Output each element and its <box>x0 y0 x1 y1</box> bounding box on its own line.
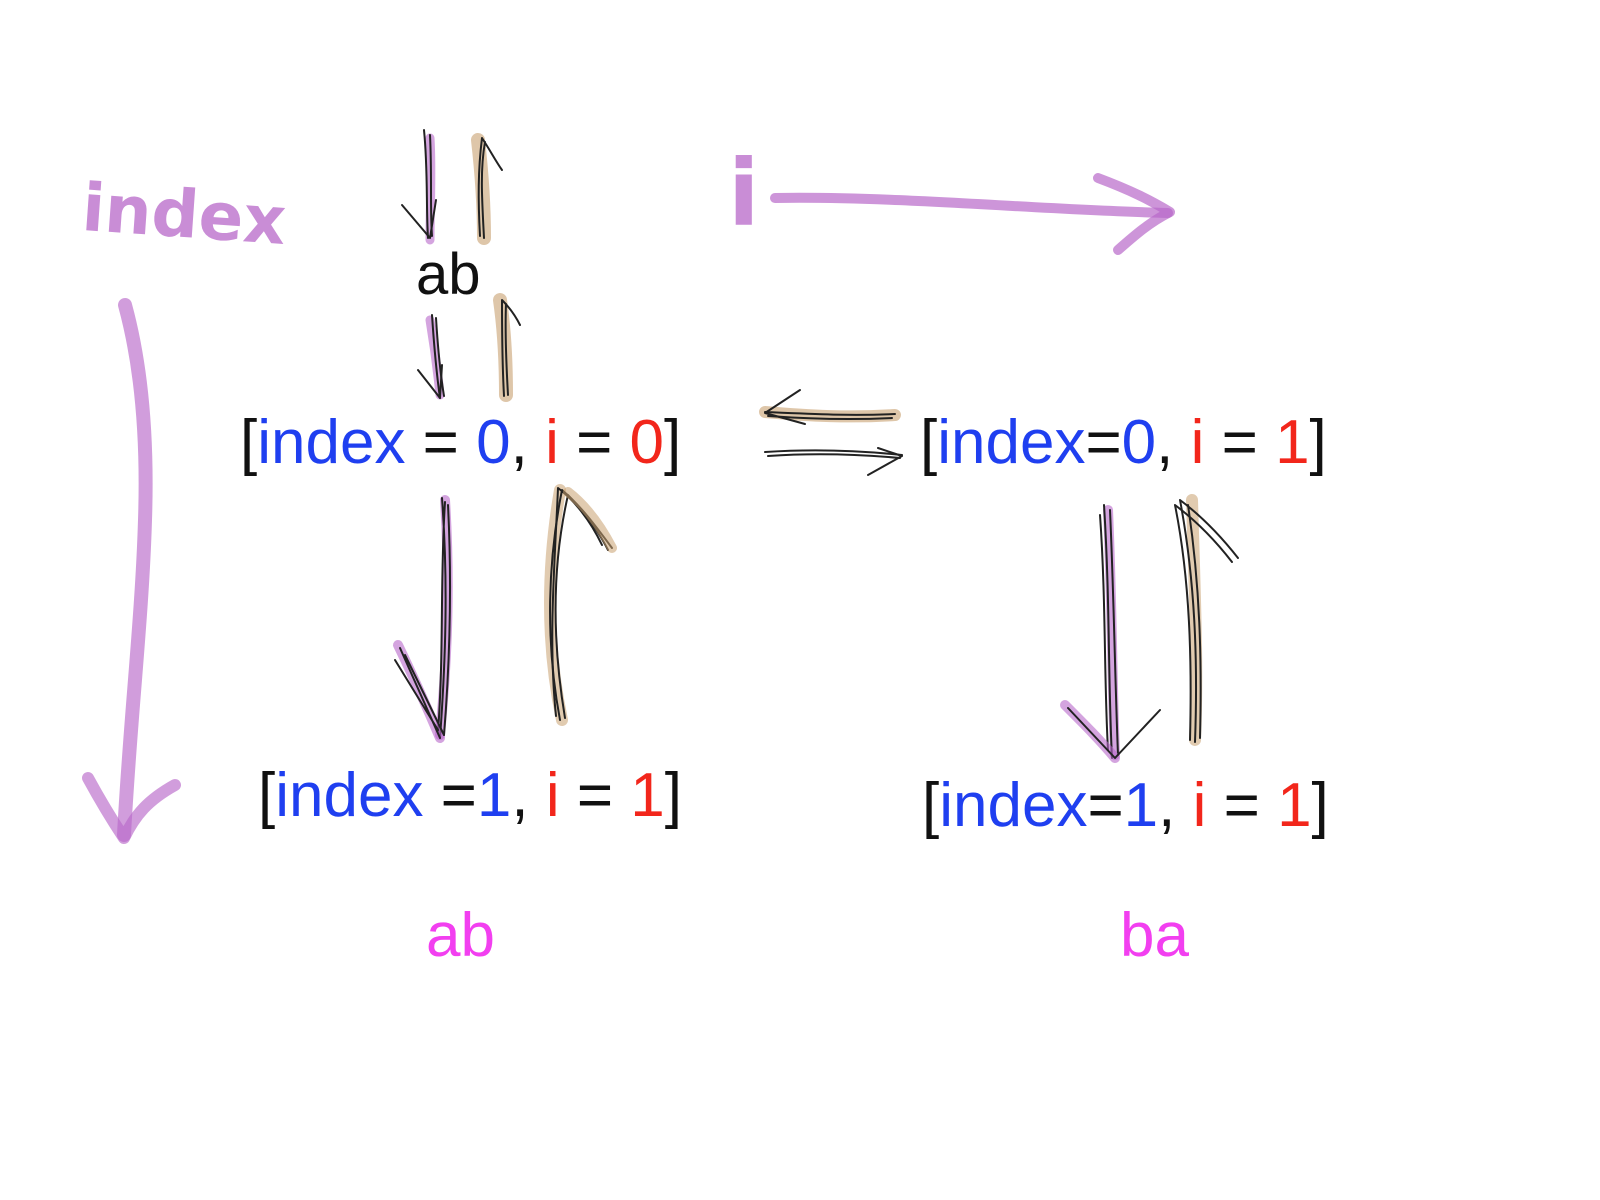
bracket-open: [ <box>920 408 938 477</box>
i-name: i <box>1192 771 1207 840</box>
result-left: ab <box>426 901 495 970</box>
equals: = <box>1206 771 1278 840</box>
i-value: 1 <box>630 761 665 830</box>
bracket-open: [ <box>240 408 258 477</box>
right-down-arrow <box>1060 504 1161 763</box>
index-value: 0 <box>1121 408 1157 477</box>
index-name: index <box>937 408 1086 477</box>
bracket-open: [ <box>922 771 940 840</box>
i-value: 0 <box>629 408 664 477</box>
index-value: 1 <box>1123 771 1159 840</box>
state-index0-i0: [index = 0, i = 0] <box>240 412 681 474</box>
index-name: index <box>275 761 424 830</box>
root-down-arrow-top <box>401 129 437 245</box>
bracket-close: ] <box>664 408 682 477</box>
equals: = <box>558 408 630 477</box>
i-axis-arrow <box>770 173 1175 255</box>
index-axis-label: index <box>79 168 289 261</box>
state-index0-i1: [index=0, i = 1] <box>920 412 1327 474</box>
swap-forward-arrow <box>764 447 903 476</box>
equals: = <box>405 408 477 477</box>
equals: = <box>559 761 631 830</box>
i-name: i <box>1190 408 1205 477</box>
index-name: index <box>939 771 1088 840</box>
left-up-arrow <box>544 484 617 726</box>
equals: = <box>423 761 477 830</box>
i-name: i <box>545 408 559 477</box>
root-up-arrow <box>493 293 521 402</box>
index-value: 1 <box>476 761 512 830</box>
bracket-open: [ <box>258 761 276 830</box>
left-down-arrow <box>393 495 453 743</box>
separator: , <box>510 408 546 477</box>
separator: , <box>1158 771 1193 840</box>
state-index1-i1-left: [index =1, i = 1] <box>258 765 682 827</box>
state-index1-i1-right: [index=1, i = 1] <box>922 775 1329 837</box>
i-value: 1 <box>1277 771 1312 840</box>
equals: = <box>1087 771 1124 840</box>
root-down-arrow <box>417 314 445 400</box>
i-value: 1 <box>1275 408 1310 477</box>
result-right: ba <box>1120 901 1189 970</box>
i-axis-label: i <box>728 140 760 247</box>
index-value: 0 <box>476 408 511 477</box>
swap-back-arrow <box>759 389 901 425</box>
separator: , <box>1156 408 1191 477</box>
index-axis-arrow <box>82 298 181 844</box>
equals: = <box>1204 408 1276 477</box>
i-name: i <box>545 761 560 830</box>
separator: , <box>511 761 546 830</box>
root-up-arrow-top <box>471 133 503 245</box>
equals: = <box>1085 408 1122 477</box>
bracket-close: ] <box>1311 771 1329 840</box>
root-string: ab <box>416 242 481 307</box>
bracket-close: ] <box>664 761 682 830</box>
index-name: index <box>257 408 406 477</box>
right-up-arrow <box>1174 494 1239 746</box>
bracket-close: ] <box>1309 408 1327 477</box>
